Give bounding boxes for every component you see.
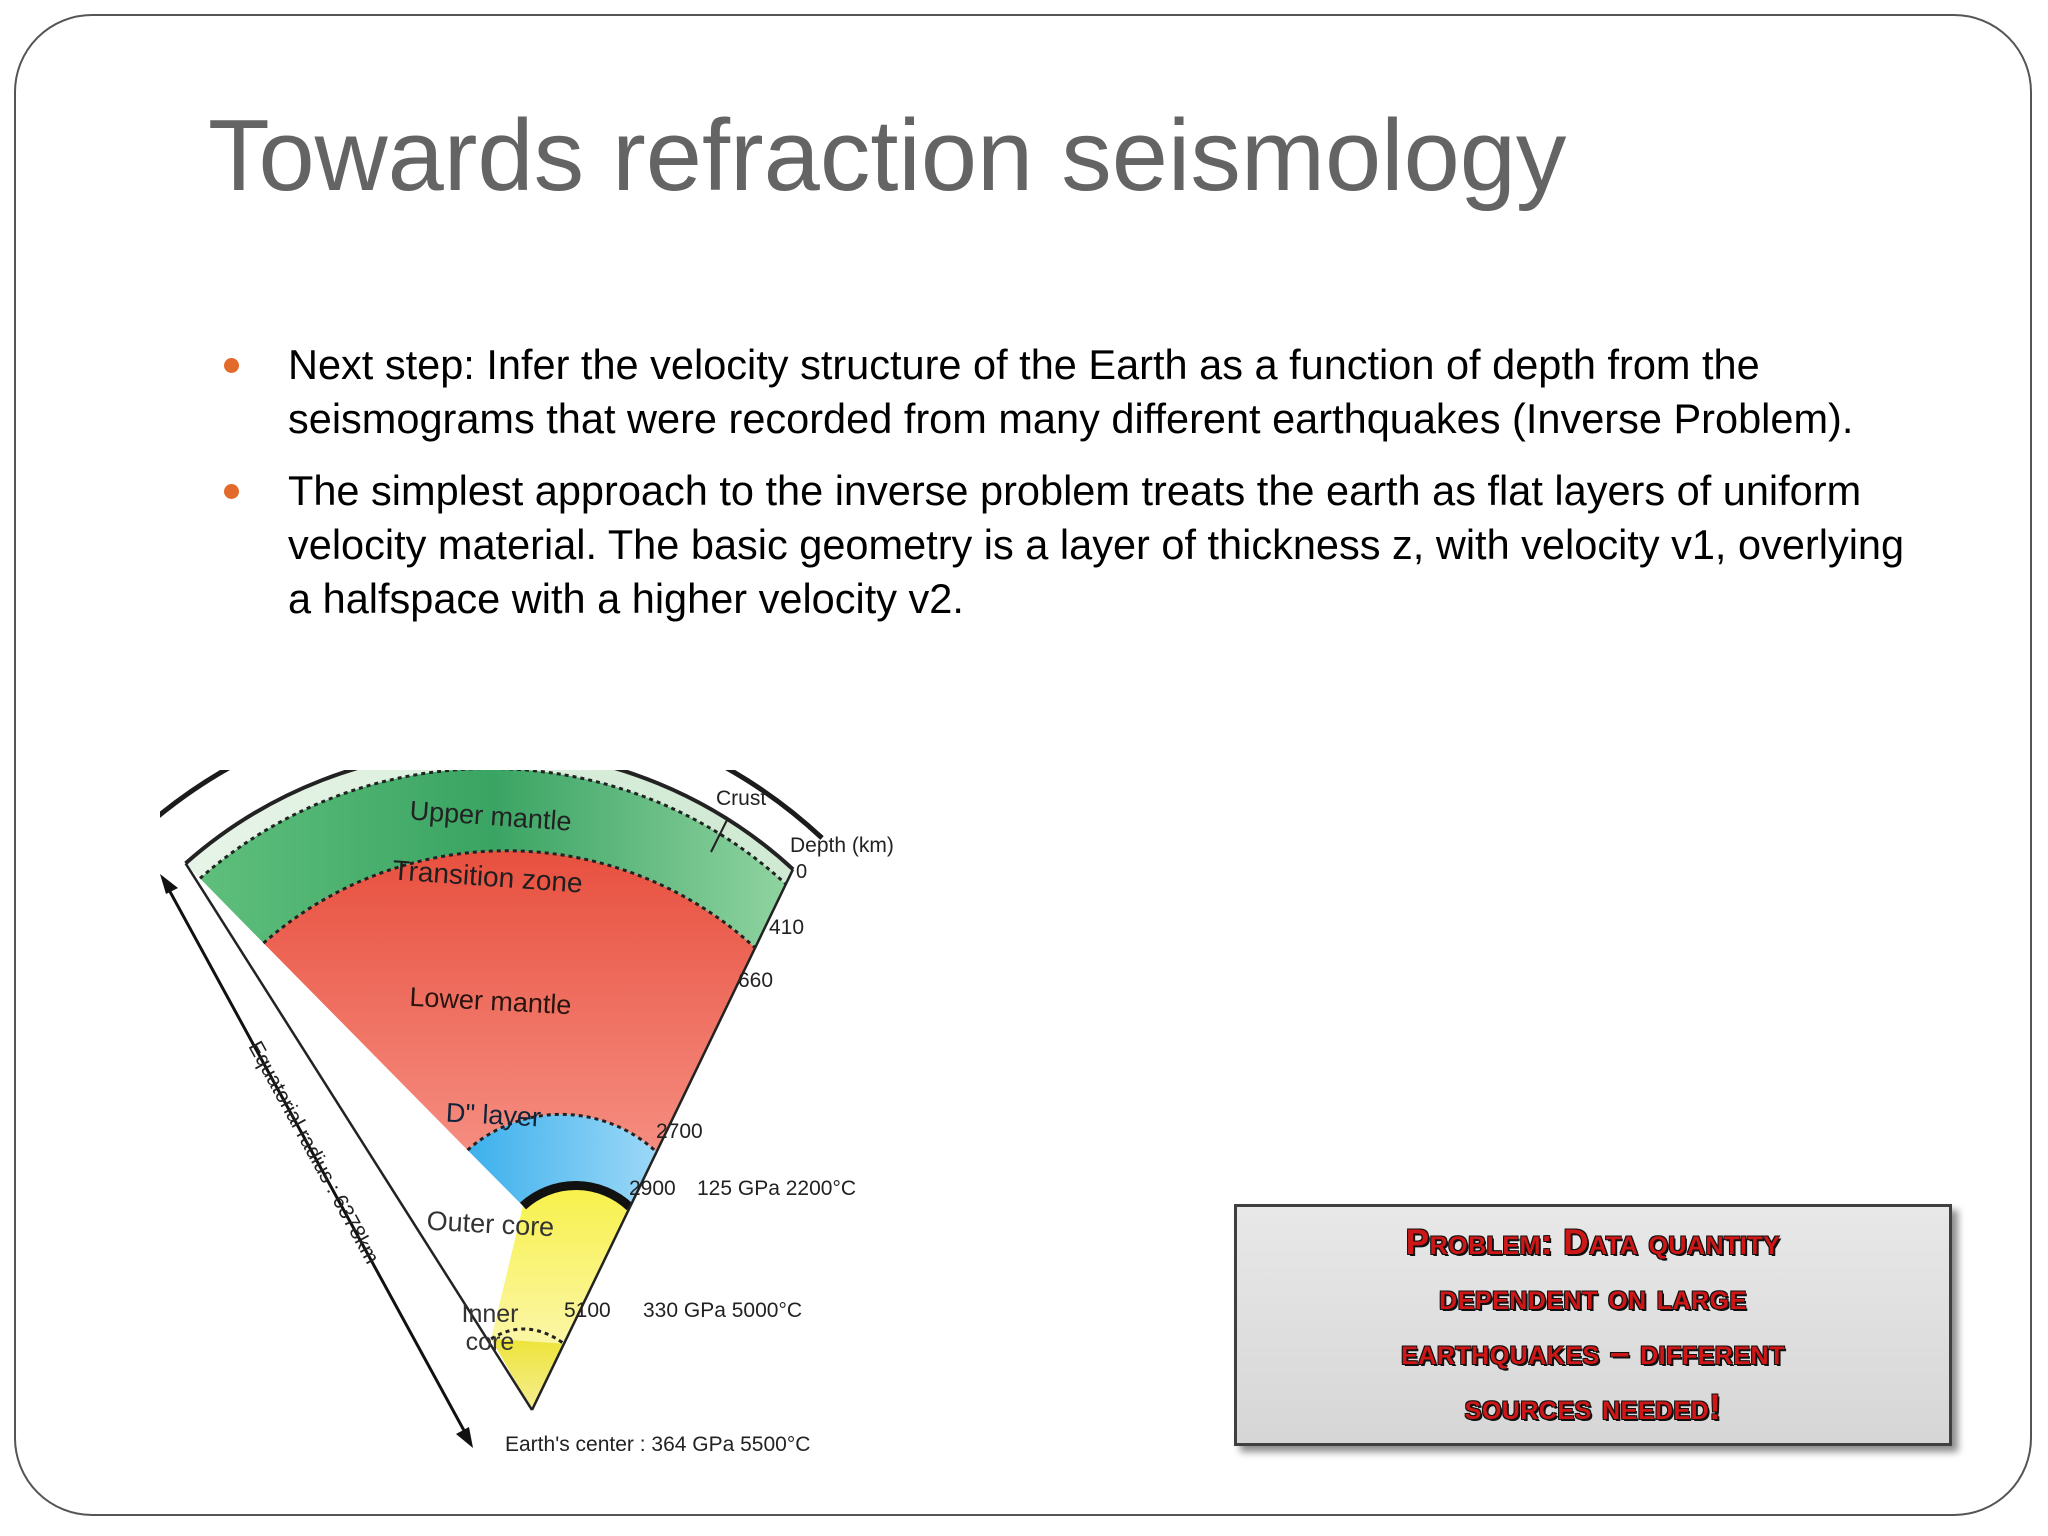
label-earth-center: Earth's center : 364 GPa 5500°C bbox=[505, 1433, 810, 1456]
depth-5100: 5100 bbox=[564, 1299, 611, 1322]
callout-line: earthquakes – different bbox=[1401, 1333, 1785, 1372]
depth-0: 0 bbox=[796, 861, 807, 883]
radius-arrow-line bbox=[166, 887, 469, 1437]
layer-inner-core-band bbox=[491, 1338, 564, 1410]
layer-lower-mantle-band bbox=[263, 850, 756, 1152]
bullet-item: Next step: Infer the velocity structure … bbox=[220, 338, 1920, 446]
boundary-660 bbox=[262, 849, 757, 949]
crust-leader-line bbox=[710, 819, 728, 853]
bullet-text: Next step: Infer the velocity structure … bbox=[288, 341, 1854, 442]
label-crust: Crust bbox=[716, 787, 766, 810]
callout-line: Problem: Data quantity bbox=[1405, 1223, 1781, 1262]
bullet-dot-icon bbox=[224, 358, 239, 373]
boundary-core-mantle bbox=[519, 1181, 633, 1211]
callout-line: sources needed! bbox=[1464, 1388, 1722, 1427]
depth-2700: 2700 bbox=[656, 1120, 703, 1143]
layer-outer-core-band bbox=[491, 1185, 630, 1344]
label-inner-core-line1: Inner bbox=[462, 1300, 519, 1328]
boundary-410 bbox=[199, 770, 787, 886]
bullet-item: The simplest approach to the inverse pro… bbox=[220, 464, 1920, 626]
label-equatorial-radius: Equatorial radius : 6378km bbox=[244, 1037, 384, 1267]
boundary-2700 bbox=[466, 1112, 658, 1153]
earth-structure-diagram: Upper mantle Transition zone Lower mantl… bbox=[160, 770, 894, 1456]
label-outer-core: Outer core bbox=[426, 1206, 555, 1243]
label-depth-header: Depth (km) bbox=[790, 834, 894, 857]
slide-title: Towards refraction seismology bbox=[208, 100, 1567, 212]
boundary-inner-core bbox=[490, 1327, 565, 1345]
condition-inner-core: 330 GPa 5000°C bbox=[643, 1299, 802, 1322]
condition-core-mantle: 125 GPa 2200°C bbox=[697, 1177, 856, 1200]
depth-660: 660 bbox=[738, 969, 773, 992]
callout-line: dependent on large bbox=[1439, 1278, 1747, 1317]
radius-arrow-head-bottom-icon bbox=[456, 1427, 473, 1448]
bullet-list: Next step: Infer the velocity structure … bbox=[220, 338, 1920, 644]
layer-d-layer-band bbox=[467, 1114, 657, 1207]
label-inner-core-line2: core bbox=[466, 1328, 515, 1356]
radius-arrow-head-top-icon bbox=[160, 874, 178, 894]
sector-right-edge bbox=[530, 868, 795, 1411]
problem-callout-box: Problem: Data quantity dependent on larg… bbox=[1234, 1204, 1952, 1446]
label-d-layer: D" layer bbox=[445, 1098, 542, 1133]
bullet-dot-icon bbox=[224, 484, 239, 499]
boundary-surface bbox=[184, 770, 795, 871]
sector-left-edge bbox=[184, 862, 534, 1411]
depth-2900: 2900 bbox=[629, 1177, 676, 1200]
layer-transition-zone-band bbox=[200, 770, 786, 948]
depth-410: 410 bbox=[769, 916, 804, 939]
boundary-upper-mantle-top bbox=[160, 770, 824, 840]
bullet-text: The simplest approach to the inverse pro… bbox=[288, 467, 1905, 622]
problem-callout-text: Problem: Data quantity dependent on larg… bbox=[1273, 1215, 1913, 1435]
